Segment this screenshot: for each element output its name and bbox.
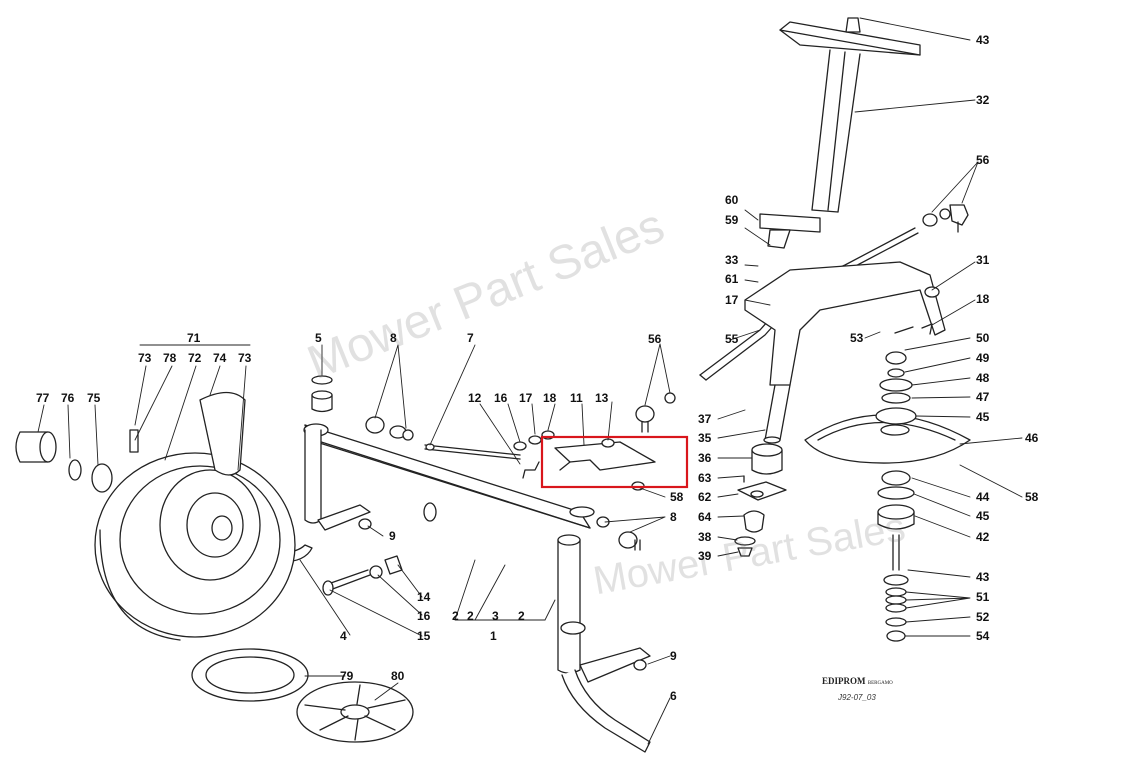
pinion-assembly bbox=[734, 443, 787, 557]
steering-plate bbox=[513, 430, 656, 491]
callout-3: 3 bbox=[492, 609, 499, 623]
callout-71: 71 bbox=[187, 331, 201, 345]
callout-17: 17 bbox=[519, 391, 533, 405]
callout-60: 60 bbox=[725, 193, 739, 207]
callout-41: 39 bbox=[698, 549, 712, 563]
callout-51: 51 bbox=[976, 590, 990, 604]
right-fastener-stack bbox=[875, 286, 940, 642]
drawing-code: J92-07_03 bbox=[838, 693, 876, 702]
leader-lines bbox=[37, 17, 1023, 745]
logo-sub: BERGAMO bbox=[867, 681, 893, 686]
callout-48: 48 bbox=[976, 371, 990, 385]
callout-13: 13 bbox=[595, 391, 609, 405]
callout-8-right: 8 bbox=[670, 510, 677, 524]
steering-bracket bbox=[759, 213, 821, 249]
steering-frame bbox=[744, 261, 946, 444]
callout-63: 63 bbox=[698, 471, 712, 485]
ball-joint-upper bbox=[922, 204, 969, 233]
callout-78: 78 bbox=[163, 351, 177, 365]
callout-72: 72 bbox=[188, 351, 202, 365]
callout-43: 43 bbox=[976, 570, 990, 584]
callout-7: 7 bbox=[467, 331, 474, 345]
callout-74: 74 bbox=[213, 351, 227, 365]
callout-80: 80 bbox=[391, 669, 405, 683]
callout-16-upper: 16 bbox=[494, 391, 508, 405]
callout-54: 54 bbox=[976, 629, 990, 643]
callout-75: 75 bbox=[87, 391, 101, 405]
callout-62: 62 bbox=[698, 490, 712, 504]
callout-58-right: 58 bbox=[1025, 490, 1039, 504]
callout-2c: 2 bbox=[452, 609, 459, 623]
callout-1: 1 bbox=[490, 629, 497, 643]
callout-44: 44 bbox=[976, 490, 990, 504]
callout-38: 36 bbox=[698, 451, 712, 465]
callout-9-right: 9 bbox=[670, 649, 677, 663]
callout-64: 64 bbox=[698, 510, 712, 524]
bushing-left bbox=[15, 429, 139, 493]
callout-11: 11 bbox=[570, 391, 583, 405]
callout-9-left: 9 bbox=[389, 529, 396, 543]
callout-33: 31 bbox=[976, 253, 990, 267]
ball-joint-8-lower bbox=[596, 516, 641, 551]
callout-46: 46 bbox=[1025, 431, 1039, 445]
callout-77: 77 bbox=[36, 391, 50, 405]
callout-61: 61 bbox=[725, 272, 739, 286]
callout-5: 5 bbox=[315, 331, 322, 345]
callout-53: 53 bbox=[850, 331, 864, 345]
callout-4: 4 bbox=[340, 629, 347, 643]
callout-47: 47 bbox=[976, 390, 990, 404]
callout-14: 14 bbox=[417, 590, 431, 604]
steering-wheel-mount bbox=[779, 17, 921, 56]
callout-34: 32 bbox=[976, 93, 990, 107]
callout-56-left: 56 bbox=[648, 332, 662, 346]
callout-6: 6 bbox=[670, 689, 677, 703]
highlight-box bbox=[540, 435, 689, 489]
callout-55: 55 bbox=[725, 332, 739, 346]
steering-column bbox=[811, 49, 861, 213]
callout-32: 18 bbox=[976, 292, 990, 306]
callout-52: 52 bbox=[976, 610, 990, 624]
sector-gear bbox=[804, 414, 971, 464]
callout-15: 15 bbox=[417, 629, 431, 643]
callout-31: 17 bbox=[725, 293, 739, 307]
callout-79: 79 bbox=[340, 669, 354, 683]
callout-73-left: 73 bbox=[138, 351, 152, 365]
callout-16-lower: 16 bbox=[417, 609, 431, 623]
left-hardware bbox=[311, 375, 647, 671]
callout-49: 49 bbox=[976, 351, 990, 365]
callout-59: 59 bbox=[725, 213, 739, 227]
callout-37: 35 bbox=[698, 431, 712, 445]
callout-2b: 2 bbox=[518, 609, 525, 623]
callout-45-upper: 45 bbox=[976, 410, 990, 424]
right-spindle bbox=[557, 506, 651, 753]
callout-2a: 2 bbox=[467, 609, 474, 623]
callout-56-right: 56 bbox=[976, 153, 990, 167]
callout-35: 33 bbox=[725, 253, 739, 267]
callout-40: 38 bbox=[698, 530, 712, 544]
publisher-logo: EDIPROM BERGAMO bbox=[822, 676, 893, 686]
callout-18: 18 bbox=[543, 391, 557, 405]
callout-8-left: 8 bbox=[390, 331, 397, 345]
callout-45-lower: 45 bbox=[976, 509, 990, 523]
callout-50: 50 bbox=[976, 331, 990, 345]
callout-39: 37 bbox=[698, 412, 712, 426]
logo-brand: EDIPROM bbox=[822, 676, 866, 686]
callout-12: 12 bbox=[468, 391, 482, 405]
callout-36: 43 bbox=[976, 33, 990, 47]
callout-42: 42 bbox=[976, 530, 990, 544]
hub-cap bbox=[296, 681, 414, 743]
ball-joint-8-upper bbox=[365, 416, 414, 441]
callout-76: 76 bbox=[61, 391, 75, 405]
callout-73-right: 73 bbox=[238, 351, 252, 365]
dust-shield bbox=[191, 648, 309, 702]
ball-joint-56-lower bbox=[635, 392, 676, 433]
callout-58-left: 58 bbox=[670, 490, 684, 504]
drag-link bbox=[424, 443, 521, 460]
wheel-assembly bbox=[94, 391, 296, 641]
